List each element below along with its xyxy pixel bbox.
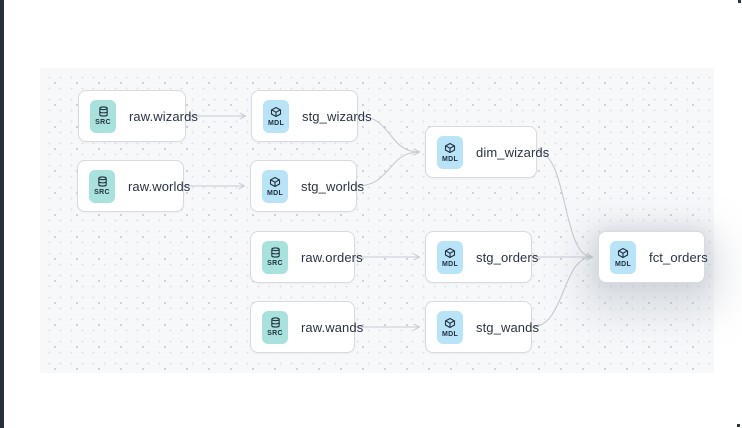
database-icon (97, 176, 107, 187)
badge-label: MDL (267, 119, 285, 127)
database-icon (270, 247, 280, 258)
node-stg-worlds[interactable]: MDL stg_worlds (250, 160, 364, 212)
mdl-badge: MDL (437, 135, 463, 169)
node-dim-wizards[interactable]: MDL dim_wizards (425, 126, 549, 178)
database-icon (98, 106, 108, 117)
badge-label: MDL (441, 260, 459, 268)
node-label: stg_orders (476, 249, 539, 265)
src-badge: SRC (89, 169, 115, 203)
badge-label: MDL (614, 260, 632, 268)
badge-label: MDL (441, 155, 459, 163)
node-label: stg_worlds (301, 178, 365, 194)
node-raw-worlds[interactable]: SRC raw.worlds (77, 160, 190, 212)
cube-icon (617, 247, 629, 258)
node-label: stg_wands (476, 319, 540, 335)
node-stg-wizards[interactable]: MDL stg_wizards (251, 90, 372, 142)
node-raw-wands[interactable]: SRC raw.wands (250, 301, 363, 353)
node-label: stg_wizards (302, 108, 372, 124)
mdl-badge: MDL (437, 240, 463, 274)
mdl-badge: MDL (610, 240, 636, 274)
node-label: raw.wizards (129, 108, 199, 124)
node-label: raw.orders (301, 249, 363, 265)
badge-label: SRC (267, 260, 283, 267)
node-stg-wands[interactable]: MDL stg_wands (425, 301, 539, 353)
badge-label: SRC (95, 119, 111, 126)
mdl-badge: MDL (263, 99, 289, 133)
cube-icon (270, 106, 282, 117)
cube-icon (444, 142, 456, 153)
mdl-badge: MDL (437, 310, 463, 344)
window-left-edge (0, 0, 4, 428)
badge-label: SRC (267, 330, 283, 337)
node-label: fct_orders (649, 249, 708, 265)
badge-label: SRC (94, 189, 110, 196)
badge-label: MDL (441, 330, 459, 338)
mdl-badge: MDL (262, 169, 288, 203)
cube-icon (269, 176, 281, 187)
src-badge: SRC (262, 310, 288, 344)
screen-artifact (738, 0, 741, 3)
node-raw-orders[interactable]: SRC raw.orders (250, 231, 363, 283)
cube-icon (444, 317, 456, 328)
screen-artifact (737, 424, 740, 427)
database-icon (270, 317, 280, 328)
badge-label: MDL (266, 189, 284, 197)
node-raw-wizards[interactable]: SRC raw.wizards (78, 90, 198, 142)
node-label: dim_wizards (476, 144, 550, 160)
node-stg-orders[interactable]: MDL stg_orders (425, 231, 538, 283)
node-fct-orders[interactable]: MDL fct_orders (598, 231, 708, 283)
src-badge: SRC (262, 240, 288, 274)
src-badge: SRC (90, 99, 116, 133)
node-label: raw.wands (301, 319, 364, 335)
cube-icon (444, 247, 456, 258)
node-label: raw.worlds (128, 178, 191, 194)
